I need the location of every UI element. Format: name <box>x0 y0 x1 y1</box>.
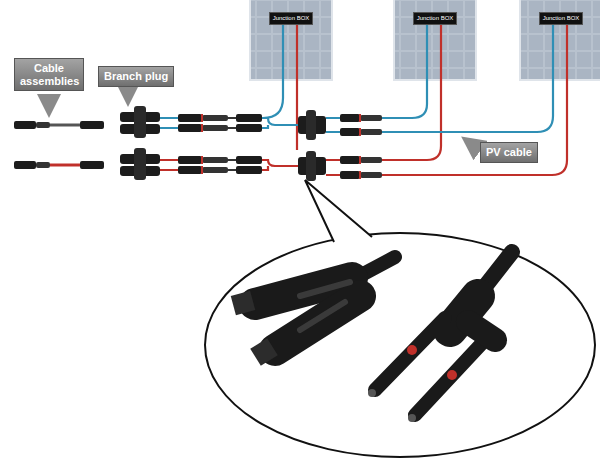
mc4-connectors <box>178 114 382 179</box>
node-text: Junction BOX <box>273 15 310 22</box>
node-text: Junction BOX <box>417 15 454 22</box>
node-text: Branch plug <box>104 70 168 83</box>
pointer-arrow <box>49 91 477 148</box>
label-box: Cable assemblies <box>14 58 84 91</box>
junction-box: Junction BOX <box>413 12 458 25</box>
connector-detail <box>231 291 457 422</box>
junction-box: Junction BOX <box>269 12 314 25</box>
branch-plug-icon <box>120 106 326 181</box>
y-connector <box>255 252 512 415</box>
cable-assembly <box>14 121 104 169</box>
label-box: PV cable <box>480 142 538 163</box>
node-text: Cable assemblies <box>20 62 78 87</box>
node-text: Junction BOX <box>543 15 580 22</box>
label-box: Branch plug <box>98 66 174 87</box>
solar-panel <box>250 0 600 80</box>
callout-bubble <box>205 180 595 457</box>
junction-box: Junction BOX <box>539 12 584 25</box>
pv-wires <box>160 25 567 175</box>
node-text: PV cable <box>486 146 532 159</box>
